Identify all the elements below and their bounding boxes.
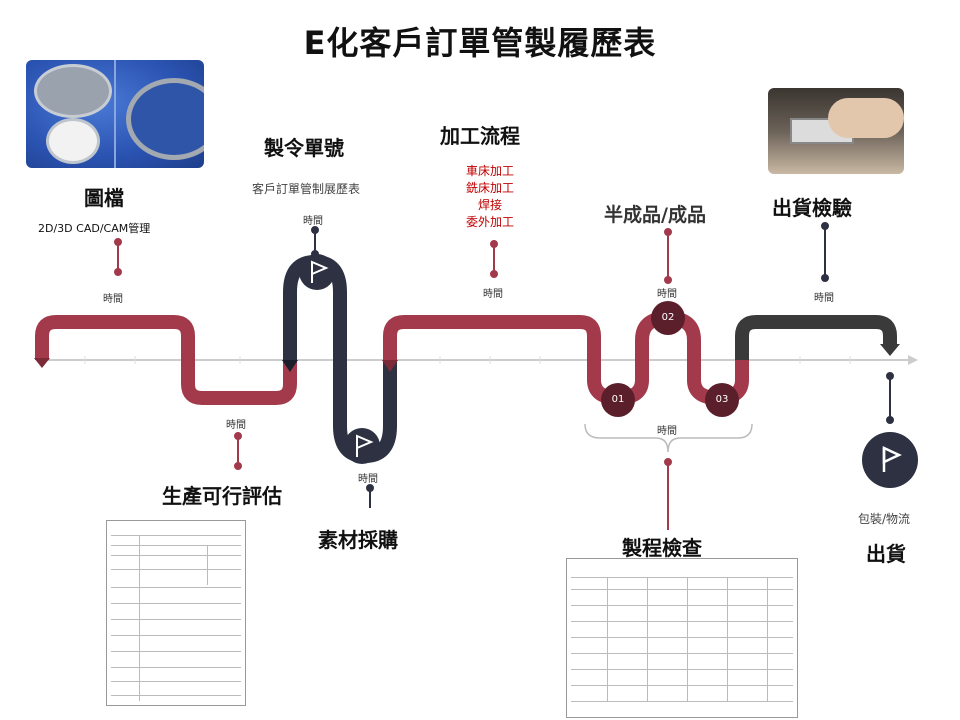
stage-material-title: 素材採購 bbox=[318, 528, 398, 552]
stage-inspection-title: 製程檢查 bbox=[622, 536, 702, 560]
inspection-sheet bbox=[566, 558, 798, 718]
stage-drawing-subtitle: 2D/3D CAD/CAM管理 bbox=[38, 222, 151, 235]
flag-icon bbox=[299, 254, 335, 290]
time-label: 時間 bbox=[483, 289, 503, 300]
time-label: 時間 bbox=[814, 293, 834, 304]
ribbon-segment-4 bbox=[383, 315, 601, 360]
process-item: 焊接 bbox=[477, 198, 502, 212]
stage-packing-subtitle: 包裝/物流 bbox=[858, 512, 911, 526]
page-title: E化客戶訂單管製履歷表 bbox=[303, 24, 657, 62]
time-label: 時間 bbox=[226, 420, 246, 431]
ribbon-segment-6 bbox=[735, 315, 897, 360]
stage-drawing-title: 圖檔 bbox=[84, 186, 124, 210]
caliper-photo bbox=[768, 88, 904, 174]
process-item: 銑床加工 bbox=[465, 181, 514, 195]
ribbon-segment-2 bbox=[181, 360, 297, 405]
time-label: 時間 bbox=[657, 289, 677, 300]
stage-order-title: 製令單號 bbox=[264, 136, 344, 160]
process-list: 車床加工 銑床加工 焊接 委外加工 bbox=[430, 163, 550, 231]
stage-semi-title: 半成品/成品 bbox=[604, 204, 706, 226]
time-label: 時間 bbox=[103, 294, 123, 305]
stage-shipping-check-title: 出貨檢驗 bbox=[772, 196, 852, 220]
cad-image bbox=[26, 60, 204, 168]
feasibility-form bbox=[106, 520, 246, 706]
stage-feasibility-title: 生產可行評估 bbox=[162, 484, 282, 508]
ribbon-segment-1 bbox=[35, 315, 195, 360]
marker-01: 01 bbox=[611, 394, 625, 405]
stage-process-title: 加工流程 bbox=[440, 124, 520, 148]
inspection-brace bbox=[584, 423, 753, 453]
marker-03: 03 bbox=[715, 394, 729, 405]
marker-02: 02 bbox=[661, 312, 675, 323]
time-label: 時間 bbox=[657, 426, 677, 437]
process-item: 委外加工 bbox=[465, 215, 514, 229]
flag-icon bbox=[862, 432, 918, 488]
axis-arrow bbox=[908, 355, 918, 365]
stage-packing-title: 出貨 bbox=[866, 542, 906, 566]
flag-icon bbox=[344, 428, 380, 464]
process-item: 車床加工 bbox=[465, 164, 514, 178]
time-label: 時間 bbox=[358, 474, 378, 485]
time-label: 時間 bbox=[303, 216, 323, 227]
stage-order-subtitle: 客戶訂單管制展歷表 bbox=[252, 182, 361, 196]
